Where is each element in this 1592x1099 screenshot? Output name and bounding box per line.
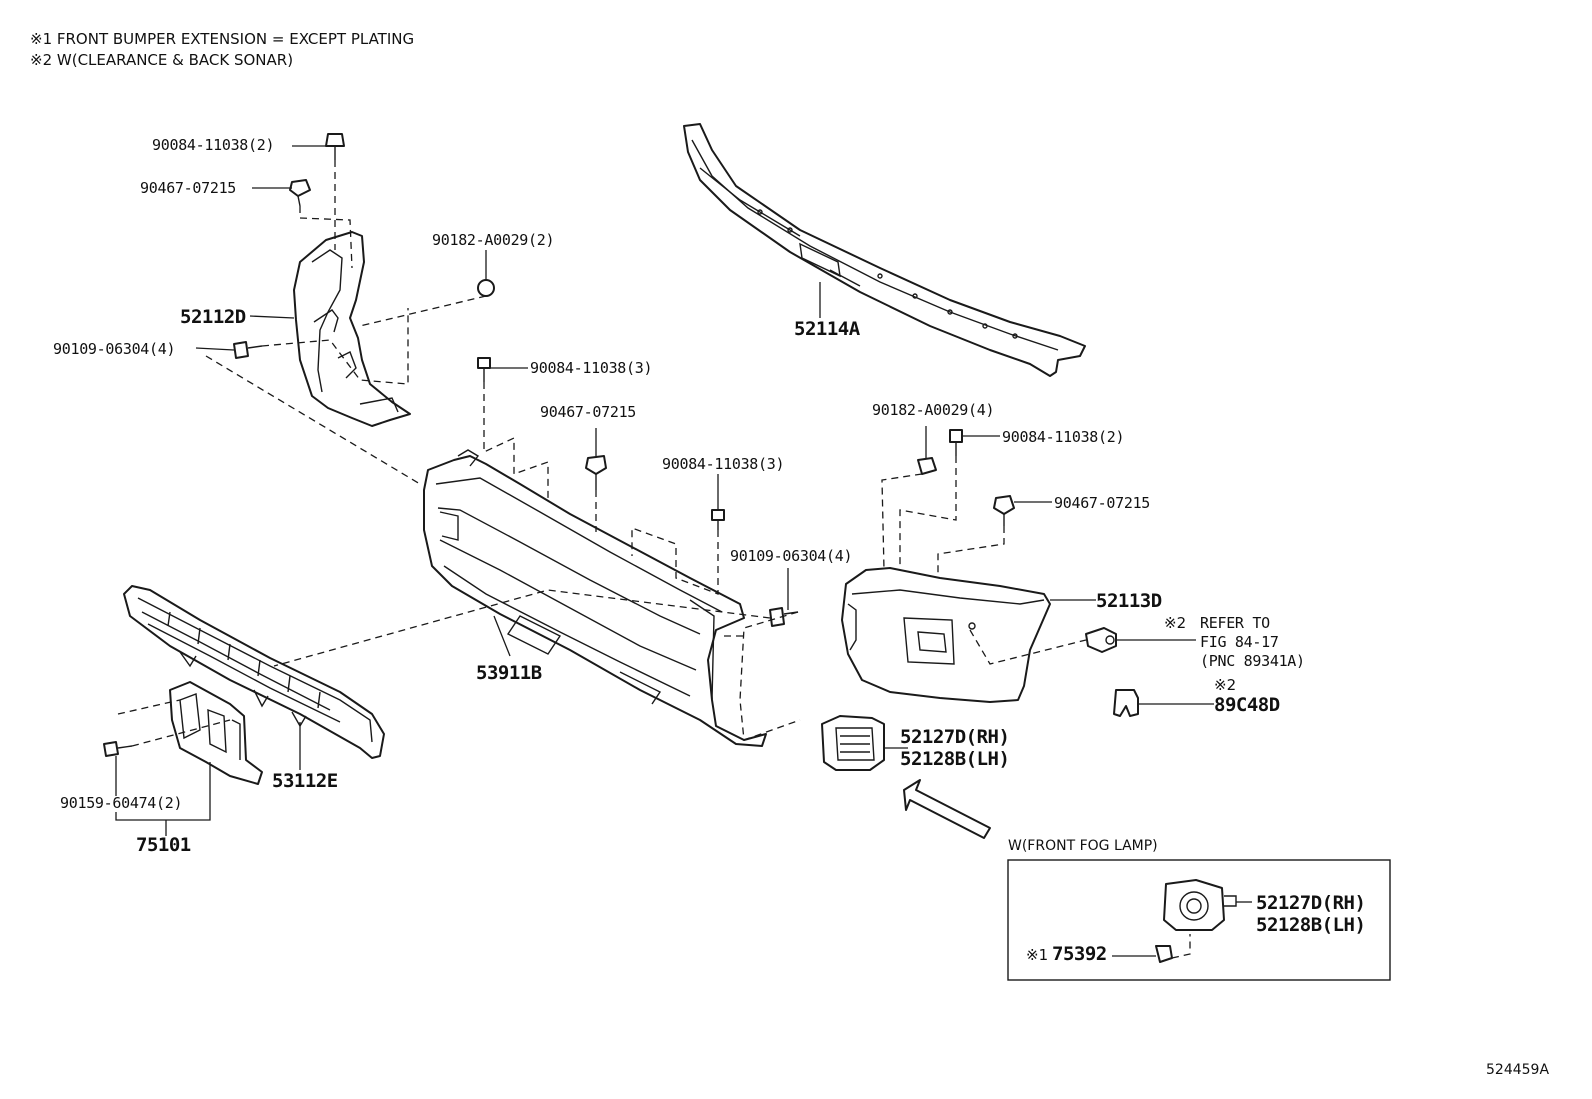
label-53112e[interactable]: 53112E xyxy=(272,770,338,792)
label-90084-11038-3-center[interactable]: 90084-11038(3) xyxy=(530,359,653,377)
center-bumper-drawing xyxy=(423,449,767,747)
label-52113d[interactable]: 52113D xyxy=(1096,590,1162,612)
label-90467-07215-left[interactable]: 90467-07215 xyxy=(140,179,237,197)
refer-note-line2[interactable]: FIG 84-17 xyxy=(1200,633,1279,651)
fog-box-label-52128b-lh[interactable]: 52128B(LH) xyxy=(1256,914,1366,936)
label-90084-11038-2-top[interactable]: 90084-11038(2) xyxy=(152,136,275,154)
fog-box-label-52127d-rh[interactable]: 52127D(RH) xyxy=(1256,892,1366,914)
view-arrow xyxy=(903,779,991,839)
lower-grille-drawing xyxy=(123,585,385,759)
label-90182-a0029-4[interactable]: 90182-A0029(4) xyxy=(872,401,995,419)
label-75101[interactable]: 75101 xyxy=(136,834,191,856)
bumper-reinforcement-drawing xyxy=(683,123,1086,377)
fog-cover-drawing xyxy=(821,715,885,771)
label-90182-a0029-2[interactable]: 90182-A0029(2) xyxy=(432,231,555,249)
fog-box-label-75392[interactable]: 75392 xyxy=(1052,943,1107,965)
refer-note-line3[interactable]: (PNC 89341A) xyxy=(1200,652,1305,670)
fog-box-label-75392-mark: ※1 xyxy=(1026,946,1049,964)
refer-note-line1: REFER TO xyxy=(1200,614,1270,632)
label-52127d-rh[interactable]: 52127D(RH) xyxy=(900,726,1010,748)
label-89c48d[interactable]: 89C48D xyxy=(1214,694,1280,716)
license-bracket-drawing xyxy=(169,681,263,785)
fastener-drawings xyxy=(103,133,1139,757)
label-90084-11038-3-mid[interactable]: 90084-11038(3) xyxy=(662,455,785,473)
label-90084-11038-2-right[interactable]: 90084-11038(2) xyxy=(1002,428,1125,446)
label-52112d[interactable]: 52112D xyxy=(180,306,246,328)
label-90467-07215-right[interactable]: 90467-07215 xyxy=(1054,494,1151,512)
note-front-bumper-extension: ※1 FRONT BUMPER EXTENSION = EXCEPT PLATI… xyxy=(30,30,415,48)
label-52114a[interactable]: 52114A xyxy=(794,318,860,340)
label-53911b[interactable]: 53911B xyxy=(476,662,542,684)
label-90159-60474-2[interactable]: 90159-60474(2) xyxy=(60,794,183,812)
note-clearance-back-sonar: ※2 W(CLEARANCE & BACK SONAR) xyxy=(30,51,294,69)
label-90467-07215-center[interactable]: 90467-07215 xyxy=(540,403,637,421)
fog-lamp-box-title: W(FRONT FOG LAMP) xyxy=(1008,838,1158,854)
label-52128b-lh[interactable]: 52128B(LH) xyxy=(900,748,1010,770)
label-89c48d-mark: ※2 xyxy=(1214,676,1237,694)
fog-lamp-box-drawing xyxy=(1007,859,1391,981)
label-90109-06304-4-left[interactable]: 90109-06304(4) xyxy=(53,340,176,358)
assembly-lines xyxy=(117,160,1087,747)
right-bumper-drawing xyxy=(841,567,1051,703)
refer-note-mark: ※2 xyxy=(1164,614,1187,632)
label-90109-06304-4-right[interactable]: 90109-06304(4) xyxy=(730,547,853,565)
leader-lines xyxy=(115,145,1214,836)
figure-id: 524459A xyxy=(1486,1062,1550,1078)
left-bracket-drawing xyxy=(293,231,411,427)
